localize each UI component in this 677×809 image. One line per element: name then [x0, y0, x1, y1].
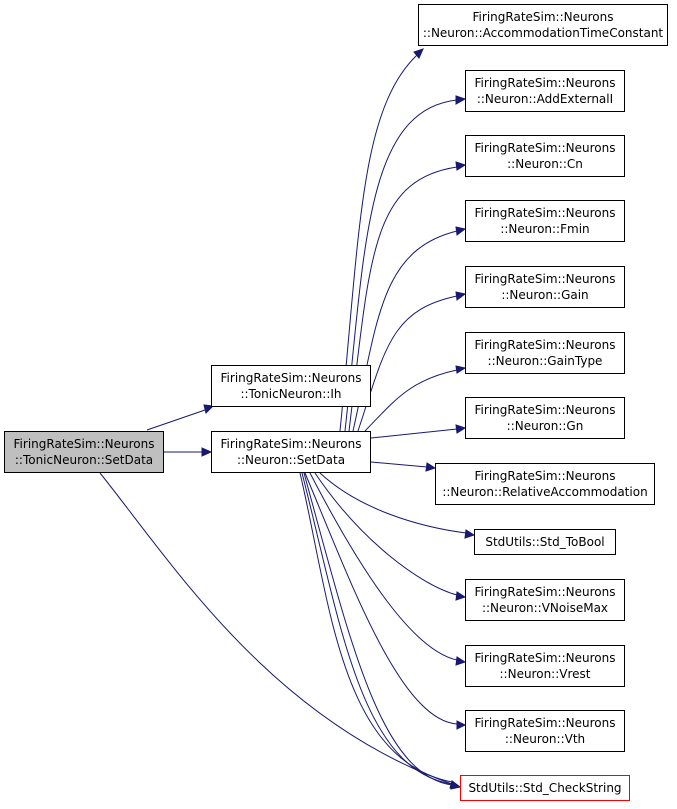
node-label-line2: ::Neuron::RelativeAccommodation — [442, 485, 647, 499]
arrowhead — [455, 161, 467, 171]
edge-setdata-to-checkstring — [303, 472, 453, 786]
arrowhead — [455, 656, 467, 666]
edge-setdata-to-tobool — [319, 472, 467, 534]
node-label-line2: ::Neuron::Gn — [507, 419, 584, 433]
edge-setdata-to-relacc — [370, 461, 428, 468]
node-fmin[interactable]: FiringRateSim::Neurons ::Neuron::Fmin — [465, 200, 625, 242]
node-label-line2: ::Neuron::Fmin — [500, 222, 589, 236]
node-vrest[interactable]: FiringRateSim::Neurons ::Neuron::Vrest — [465, 645, 625, 687]
arrowhead — [464, 529, 476, 539]
edge-setdata-to-checkstring — [299, 472, 453, 783]
node-label-line1: FiringRateSim::Neurons — [475, 76, 616, 90]
node-ih[interactable]: FiringRateSim::Neurons ::TonicNeuron::Ih — [211, 365, 371, 407]
node-gn[interactable]: FiringRateSim::Neurons ::Neuron::Gn — [465, 397, 625, 439]
node-label-line1: FiringRateSim::Neurons — [475, 338, 616, 352]
edge-root-to-checkstring — [99, 472, 453, 785]
node-label-line2: ::Neuron::AccommodationTimeConstant — [423, 26, 664, 40]
node-std-to-bool[interactable]: StdUtils::Std_ToBool — [474, 529, 616, 555]
node-label-line1: FiringRateSim::Neurons — [221, 437, 362, 451]
node-relative-accommodation[interactable]: FiringRateSim::Neurons ::Neuron::Relativ… — [435, 463, 655, 505]
node-label-line2: ::TonicNeuron::SetData — [15, 453, 153, 467]
arrowhead — [455, 365, 467, 374]
node-label-line1: FiringRateSim::Neurons — [14, 437, 155, 451]
arrowhead — [450, 780, 462, 790]
node-label-line1: FiringRateSim::Neurons — [475, 206, 616, 220]
edge-setdata-to-gaintype — [364, 369, 458, 432]
node-label-line1: FiringRateSim::Neurons — [475, 651, 616, 665]
arrowhead — [455, 424, 467, 434]
node-vth[interactable]: FiringRateSim::Neurons ::Neuron::Vth — [465, 710, 625, 752]
node-vnoise-max[interactable]: FiringRateSim::Neurons ::Neuron::VNoiseM… — [465, 579, 625, 621]
node-label-line1: StdUtils::Std_ToBool — [485, 535, 604, 549]
arrowhead — [456, 720, 467, 730]
node-cn[interactable]: FiringRateSim::Neurons ::Neuron::Cn — [465, 135, 625, 177]
arrowhead — [201, 447, 213, 457]
arrowhead — [425, 462, 437, 472]
node-label-line2: ::Neuron::Gain — [501, 288, 588, 302]
edges — [99, 48, 476, 790]
edge-setdata-to-acctc — [339, 54, 418, 432]
arrowhead — [455, 591, 467, 601]
edge-setdata-to-addext — [344, 99, 458, 432]
node-label-line1: StdUtils::Std_CheckString — [468, 781, 621, 795]
node-label-line2: ::Neuron::SetData — [237, 453, 345, 467]
edge-root-to-ih — [146, 409, 206, 431]
node-root[interactable]: FiringRateSim::Neurons ::TonicNeuron::Se… — [4, 431, 164, 473]
node-label-line1: FiringRateSim::Neurons — [475, 141, 616, 155]
node-label-line2: ::Neuron::GainType — [488, 354, 603, 368]
node-label-line2: ::TonicNeuron::Ih — [240, 387, 341, 401]
node-add-external-i[interactable]: FiringRateSim::Neurons ::Neuron::AddExte… — [465, 70, 625, 112]
node-std-check-string[interactable]: StdUtils::Std_CheckString — [460, 775, 630, 801]
node-setdata[interactable]: FiringRateSim::Neurons ::Neuron::SetData — [211, 431, 371, 473]
edge-setdata-to-vrest — [309, 472, 458, 661]
node-label-line1: FiringRateSim::Neurons — [473, 10, 614, 24]
arrowhead — [455, 226, 467, 236]
arrowhead — [413, 48, 424, 59]
arrowhead — [203, 404, 215, 414]
node-label-line1: FiringRateSim::Neurons — [475, 585, 616, 599]
arrowhead — [455, 291, 467, 301]
node-label-line1: FiringRateSim::Neurons — [475, 272, 616, 286]
node-label-line2: ::Neuron::Cn — [507, 157, 583, 171]
edge-setdata-to-vnoise — [314, 472, 458, 596]
node-label-line2: ::Neuron::Vth — [505, 732, 585, 746]
node-label-line1: FiringRateSim::Neurons — [475, 716, 616, 730]
node-label-line1: FiringRateSim::Neurons — [475, 403, 616, 417]
edge-setdata-to-checkstring — [301, 472, 453, 785]
node-label-line1: FiringRateSim::Neurons — [475, 469, 616, 483]
node-gain[interactable]: FiringRateSim::Neurons ::Neuron::Gain — [465, 266, 625, 308]
node-label-line2: ::Neuron::AddExternalI — [477, 92, 613, 106]
node-label-line2: ::Neuron::Vrest — [500, 667, 591, 681]
node-label-line1: FiringRateSim::Neurons — [221, 371, 362, 385]
arrowhead — [455, 95, 467, 105]
node-label-line2: ::Neuron::VNoiseMax — [482, 601, 608, 615]
node-accommodation-time-constant[interactable]: FiringRateSim::Neurons ::Neuron::Accommo… — [418, 4, 668, 46]
edge-setdata-to-gn — [370, 428, 458, 439]
edge-setdata-to-gain — [357, 295, 458, 432]
node-gain-type[interactable]: FiringRateSim::Neurons ::Neuron::GainTyp… — [465, 332, 625, 374]
edge-setdata-to-vth — [304, 472, 458, 725]
